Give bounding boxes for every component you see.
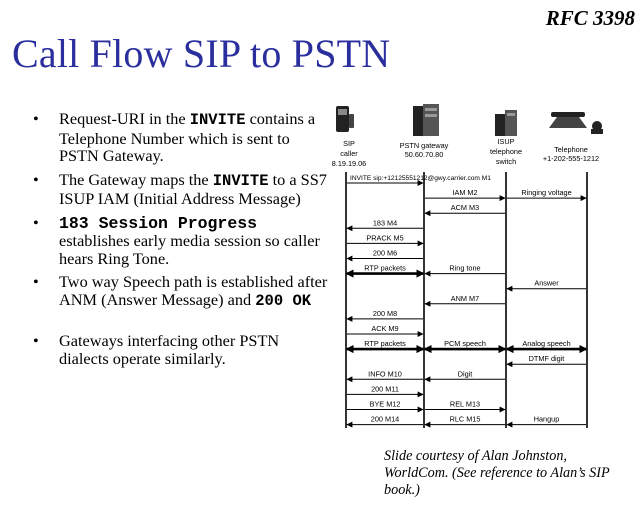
message-label: Analog speech [522,339,570,348]
message-label: Ringing voltage [521,188,571,197]
bullet-dot: • [33,272,39,291]
bullet-item: • 183 Session Progress establishes early… [30,212,330,268]
message-label: 183 M4 [373,218,397,227]
bullet-code: 200 OK [255,291,312,310]
bullet-dot: • [33,109,39,128]
message-label: Answer [534,279,559,288]
bullet-code: INVITE [189,111,246,129]
bullet-item: • Gateways interfacing other PSTN dialec… [30,332,330,367]
message-label: PRACK M5 [366,233,403,242]
bullet-text: Gateways interfacing other PSTN dialects… [59,331,280,368]
message-label: 200 M14 [371,415,399,424]
bullet-text: to a SS7 ISUP IAM (Initial Address Messa… [59,169,327,208]
bullet-dot: • [33,212,39,232]
message-label: BYE M12 [370,400,401,409]
rfc-tag: RFC 3398 [545,6,635,30]
message-label: INVITE sip:+12125551212@gwy.carrier.com … [350,175,491,182]
entity-label: switch [496,157,516,166]
entity-label: +1-202-555-1212 [543,154,599,163]
bullet-code: INVITE [212,171,269,190]
slide-credit: Slide courtesy of Alan Johnston, WorldCo… [384,448,610,498]
message-label: DTMF digit [529,354,565,363]
bullet-code: 183 Session Progress [59,213,258,233]
slide-title: Call Flow SIP to PSTN [12,31,391,76]
message-label: ANM M7 [451,294,479,303]
bullet-text: Request-URI in the [59,109,190,128]
phone-icon [336,106,354,132]
message-label: REL M13 [450,400,480,409]
bullet-dot: • [33,169,39,189]
message-label: Digit [458,369,473,378]
message-label: Hangup [534,415,560,424]
bullet-text: establishes early media session so calle… [59,231,320,268]
bullet-dot: • [33,331,39,350]
telephone-icon [549,112,603,134]
bullet-text: Two way Speech path is established after… [59,272,328,309]
message-label: 200 M6 [373,249,397,258]
entity-label: 50.60.70.80 [405,150,444,159]
message-label: ACM M3 [451,203,479,212]
bullet-item: • The Gateway maps the INVITE to a SS7 I… [30,169,330,208]
bullet-text: The Gateway maps the [59,169,213,189]
message-label: ACK M9 [371,324,398,333]
entity-label: telephone [490,147,522,156]
message-label: IAM M2 [452,188,477,197]
message-label: RTP packets [364,339,406,348]
entity-label: SIP [343,139,355,148]
entity-label: PSTN gateway [400,141,449,150]
message-label: PCM speech [444,339,486,348]
bullet-item: • Two way Speech path is established aft… [30,273,330,310]
switch-icon [495,110,517,136]
message-label: 200 M8 [373,309,397,318]
bullet-text: contains a Telephone Number which is sen… [59,109,316,165]
message-label: 200 M11 [371,384,399,393]
message-label: INFO M10 [368,369,402,378]
message-label: RTP packets [364,264,406,273]
entity-label: caller [340,149,358,158]
entity-label: Telephone [554,145,588,154]
bullet-item: • Request-URI in the INVITE contains a T… [30,110,330,165]
message-label: RLC M15 [450,415,481,424]
bullet-list: • Request-URI in the INVITE contains a T… [30,110,330,373]
message-label: Ring tone [449,264,480,273]
server-icon [413,104,439,136]
entity-label: ISUP [497,137,514,146]
entity-label: 8.19.19.06 [332,159,367,168]
